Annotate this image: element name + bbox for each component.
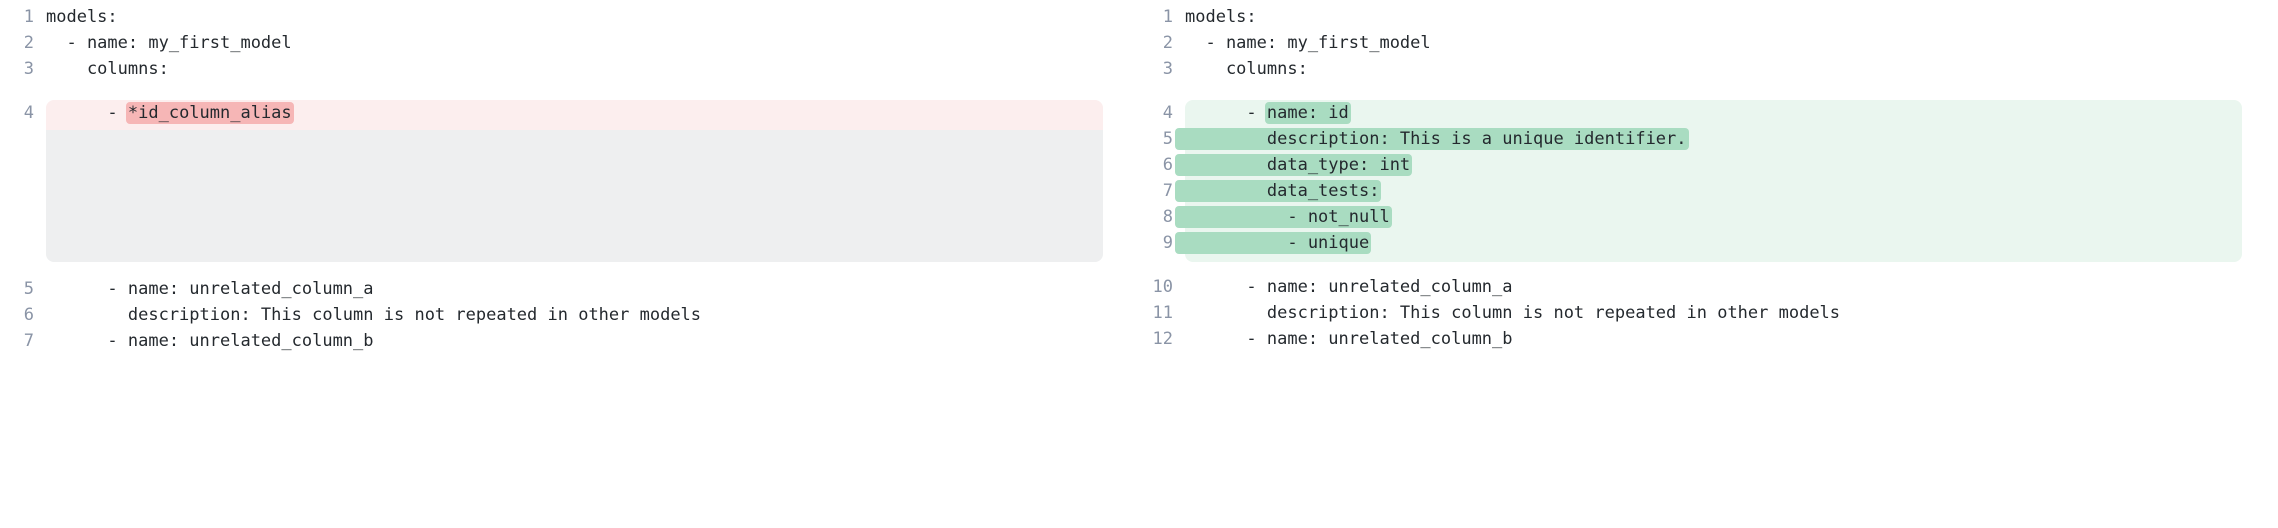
code-line-text[interactable]: columns: — [1185, 59, 1308, 79]
code-line-text[interactable]: - name: unrelated_column_b — [1185, 329, 1513, 349]
line-number: 7 — [23, 331, 34, 351]
code-line-text[interactable]: - name: unrelated_column_a — [1185, 277, 1513, 297]
code-line-row[interactable]: 5 description: This is a unique identifi… — [1139, 126, 2278, 152]
line-number: 1 — [23, 7, 34, 27]
code-line-text[interactable]: columns: — [46, 59, 169, 79]
code-line-text[interactable]: - name: unrelated_column_a — [46, 279, 374, 299]
code-line-row[interactable]: 7 - name: unrelated_column_b — [0, 328, 1139, 354]
line-number: 2 — [1162, 33, 1173, 53]
removed-content-placeholder-block — [46, 130, 1103, 262]
code-line-row[interactable]: 2 - name: my_first_model — [1139, 30, 2278, 56]
added-text-highlight: - not_null — [1175, 206, 1392, 228]
code-line-row[interactable]: 9 - unique — [1139, 230, 2278, 256]
line-number: 6 — [23, 305, 34, 325]
diff-hunk-separator — [0, 82, 1139, 100]
code-line-text[interactable]: - name: my_first_model — [1185, 33, 1431, 53]
line-number: 10 — [1152, 277, 1173, 297]
added-text-highlight: - unique — [1175, 232, 1372, 254]
code-line-text[interactable]: - name: id — [1185, 102, 1351, 124]
added-text-highlight: data_type: int — [1175, 154, 1413, 176]
line-number: 1 — [1162, 7, 1173, 27]
line-number: 11 — [1152, 303, 1173, 323]
line-number: 6 — [1162, 155, 1173, 175]
code-line-text[interactable]: - name: my_first_model — [46, 33, 292, 53]
line-number: 4 — [23, 103, 34, 123]
code-line-row[interactable]: 1 models: — [1139, 4, 2278, 30]
code-line-row[interactable]: 3 columns: — [1139, 56, 2278, 82]
code-line-row[interactable]: 3 columns: — [0, 56, 1139, 82]
line-number: 5 — [23, 279, 34, 299]
code-line-row[interactable]: 6 data_type: int — [1139, 152, 2278, 178]
code-line-text[interactable]: - *id_column_alias — [46, 102, 294, 124]
code-line-row[interactable]: 7 data_tests: — [1139, 178, 2278, 204]
code-line-row[interactable]: 4 - name: id — [1139, 100, 2278, 126]
code-line-text[interactable]: description: This column is not repeated… — [1185, 303, 1841, 323]
line-number: 2 — [23, 33, 34, 53]
line-number: 3 — [1162, 59, 1173, 79]
code-line-text[interactable]: models: — [46, 7, 118, 27]
added-text-highlight: name: id — [1264, 102, 1351, 124]
code-line-text[interactable]: data_type: int — [1175, 152, 2278, 178]
code-line-row[interactable]: 8 - not_null — [1139, 204, 2278, 230]
code-line-row[interactable]: 2 - name: my_first_model — [0, 30, 1139, 56]
code-line-text[interactable]: - unique — [1175, 230, 2278, 256]
line-number: 9 — [1162, 233, 1173, 253]
code-line-text[interactable]: data_tests: — [1175, 178, 2278, 204]
line-number: 4 — [1162, 103, 1173, 123]
code-line-row[interactable]: 5 - name: unrelated_column_a — [0, 276, 1139, 302]
line-number: 12 — [1152, 329, 1173, 349]
diff-hunk-separator — [1139, 82, 2278, 100]
removed-text-highlight: *id_column_alias — [125, 102, 294, 124]
code-line-row[interactable]: 11 description: This column is not repea… — [1139, 300, 2278, 326]
added-text-highlight: description: This is a unique identifier… — [1175, 128, 1689, 150]
code-line-row[interactable]: 6 description: This column is not repeat… — [0, 302, 1139, 328]
code-line-row[interactable]: 10 - name: unrelated_column_a — [1139, 274, 2278, 300]
code-line-text[interactable]: - not_null — [1175, 204, 2278, 230]
line-number: 8 — [1162, 207, 1173, 227]
code-line-text[interactable]: description: This is a unique identifier… — [1175, 126, 2278, 152]
code-line-text[interactable]: description: This column is not repeated… — [46, 305, 702, 325]
line-number: 3 — [23, 59, 34, 79]
line-number: 7 — [1162, 181, 1173, 201]
code-line-text[interactable]: models: — [1185, 7, 1257, 27]
line-number: 5 — [1162, 129, 1173, 149]
code-line-row[interactable]: 12 - name: unrelated_column_b — [1139, 326, 2278, 352]
added-text-highlight: data_tests: — [1175, 180, 1382, 202]
code-line-text[interactable]: - name: unrelated_column_b — [46, 331, 374, 351]
code-line-row[interactable]: 1 models: — [0, 4, 1139, 30]
code-line-row[interactable]: 4 - *id_column_alias — [0, 100, 1139, 126]
